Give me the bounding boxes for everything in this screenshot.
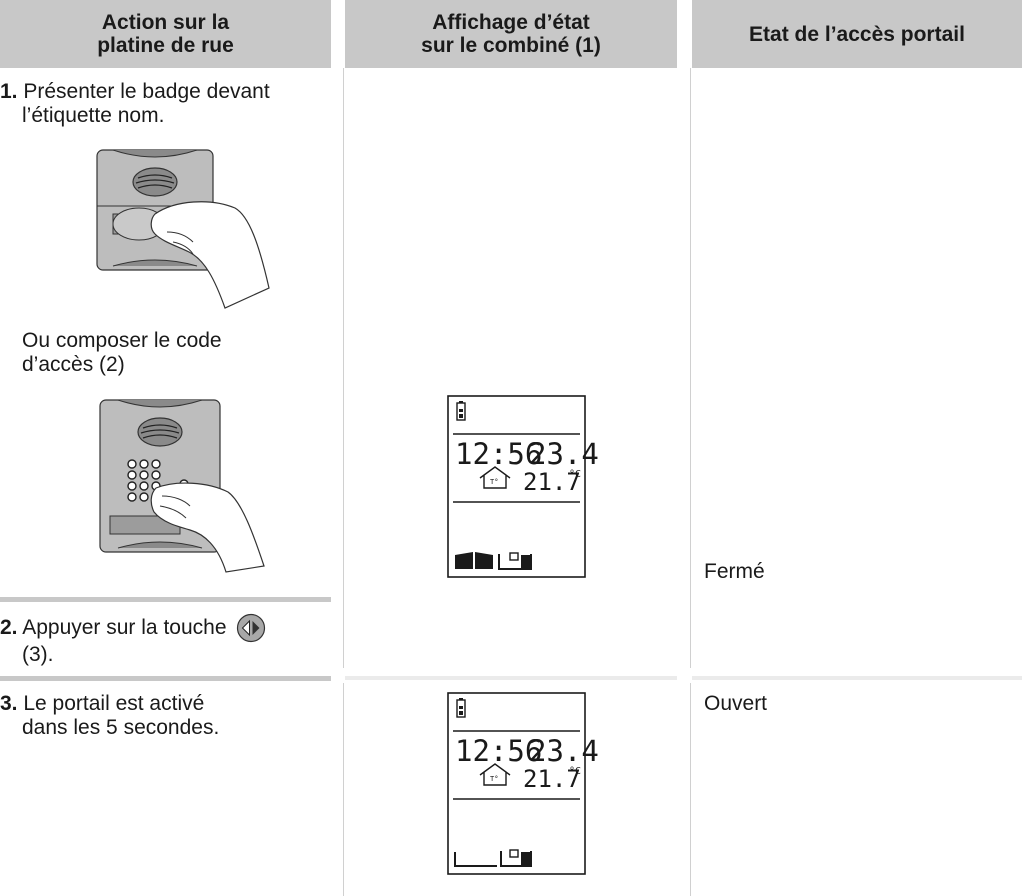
- step-line: l’étiquette nom.: [22, 104, 165, 127]
- header-line: Affichage d’état: [432, 11, 590, 34]
- display-time: 12:56: [455, 437, 542, 471]
- gate-state-open: Ouvert: [704, 692, 768, 715]
- row-separator: [0, 597, 331, 602]
- battery-icon: [456, 698, 466, 718]
- header-line: Etat de l’accès portail: [749, 22, 965, 46]
- column-header-action: Action sur la platine de rue: [0, 0, 331, 68]
- keypad-key: [127, 459, 137, 469]
- step-2-text: 2. Appuyer sur la touche (3).: [0, 613, 353, 667]
- keypad-key: [139, 481, 149, 491]
- display-date: 23.4: [529, 437, 599, 471]
- keypad-key: [151, 470, 161, 480]
- handset-display-closed: 12:56 23.4 T° 21.7 °C: [447, 395, 599, 578]
- gate-button-icon: [237, 613, 266, 643]
- row-separator: [345, 676, 677, 680]
- keypad-key: [139, 470, 149, 480]
- keypad-key: [151, 459, 161, 469]
- svg-text:T°: T°: [490, 775, 498, 783]
- column-divider: [690, 683, 691, 896]
- column-divider: [690, 68, 691, 668]
- step-line: dans les 5 secondes.: [22, 716, 220, 739]
- keypad-key: [139, 459, 149, 469]
- gate-status-icon: [455, 552, 532, 570]
- alt-line: Ou composer le code: [22, 329, 222, 352]
- handset-display-open: 12:56 23.4 T° 21.7 °C: [447, 692, 599, 875]
- house-thermometer-icon: T°: [479, 763, 511, 786]
- intercom-panel-with-badge-illustration: [96, 149, 270, 309]
- step-line: (3).: [22, 643, 54, 666]
- row-separator: [0, 676, 331, 681]
- display-date: 23.4: [529, 734, 599, 768]
- alt-line: d’accès (2): [22, 353, 125, 376]
- column-header-gate-state: Etat de l’accès portail: [692, 0, 1022, 68]
- display-time: 12:56: [455, 734, 542, 768]
- step-line: Appuyer sur la touche: [22, 616, 227, 639]
- step-number: 2.: [0, 616, 18, 639]
- header-line: Action sur la: [101, 11, 230, 34]
- column-divider: [343, 68, 344, 668]
- battery-icon: [456, 401, 466, 421]
- display-temperature: 21.7: [523, 468, 581, 496]
- step-number: 1.: [0, 80, 18, 103]
- keypad-key: [127, 481, 137, 491]
- keypad-key: [139, 492, 149, 502]
- header-line: sur le combiné (1): [421, 34, 601, 57]
- house-thermometer-icon: T°: [479, 466, 511, 489]
- keypad-key: [127, 470, 137, 480]
- step-line: Présenter le badge devant: [23, 80, 270, 103]
- alternative-code-text: Ou composer le code d’accès (2): [22, 329, 322, 377]
- header-line: platine de rue: [97, 34, 234, 57]
- display-temperature-unit: °C: [569, 469, 581, 480]
- step-3-text: 3. Le portail est activé dans les 5 seco…: [0, 692, 353, 740]
- gate-status-icon: [454, 849, 532, 867]
- column-header-display: Affichage d’état sur le combiné (1): [345, 0, 677, 68]
- row-separator: [692, 676, 1022, 680]
- gate-state-closed: Fermé: [704, 560, 765, 583]
- display-temperature: 21.7: [523, 765, 581, 793]
- step-line: Le portail est activé: [23, 692, 205, 715]
- keypad-key: [127, 492, 137, 502]
- intercom-panel-with-keypad-illustration: [99, 399, 265, 573]
- step-number: 3.: [0, 692, 18, 715]
- step-1-text: 1. Présenter le badge devant l’étiquette…: [0, 80, 353, 128]
- display-temperature-unit: °C: [569, 766, 581, 777]
- column-divider: [343, 683, 344, 896]
- svg-text:T°: T°: [490, 478, 498, 486]
